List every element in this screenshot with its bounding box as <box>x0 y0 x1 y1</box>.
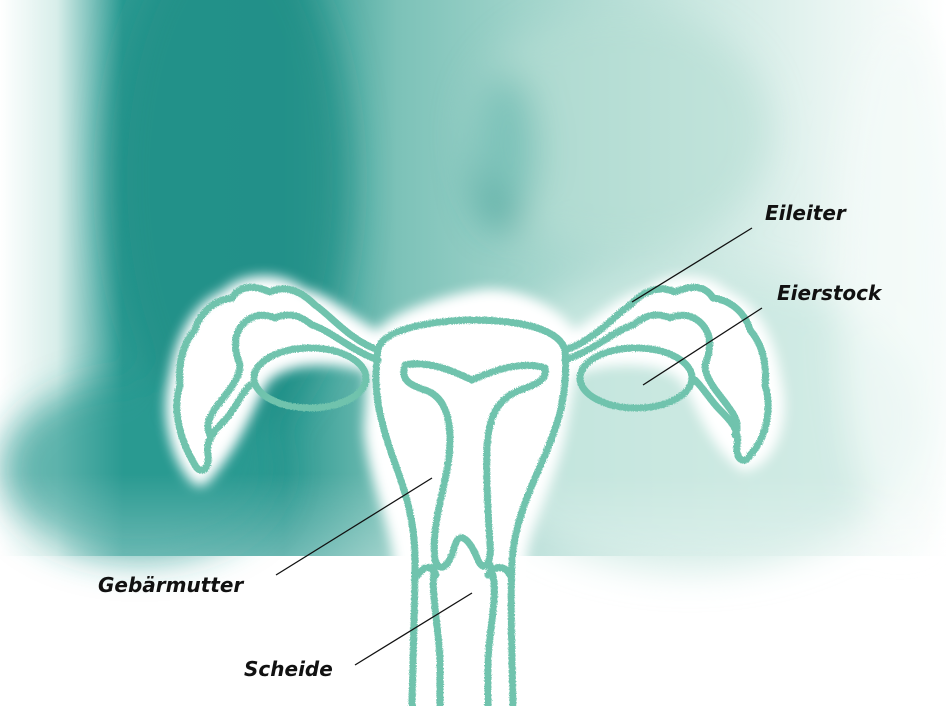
label-scheide: Scheide <box>244 657 333 681</box>
label-eierstock: Eierstock <box>777 281 883 305</box>
label-eileiter: Eileiter <box>765 201 847 225</box>
label-gebaermutter: Gebärmutter <box>98 573 244 597</box>
